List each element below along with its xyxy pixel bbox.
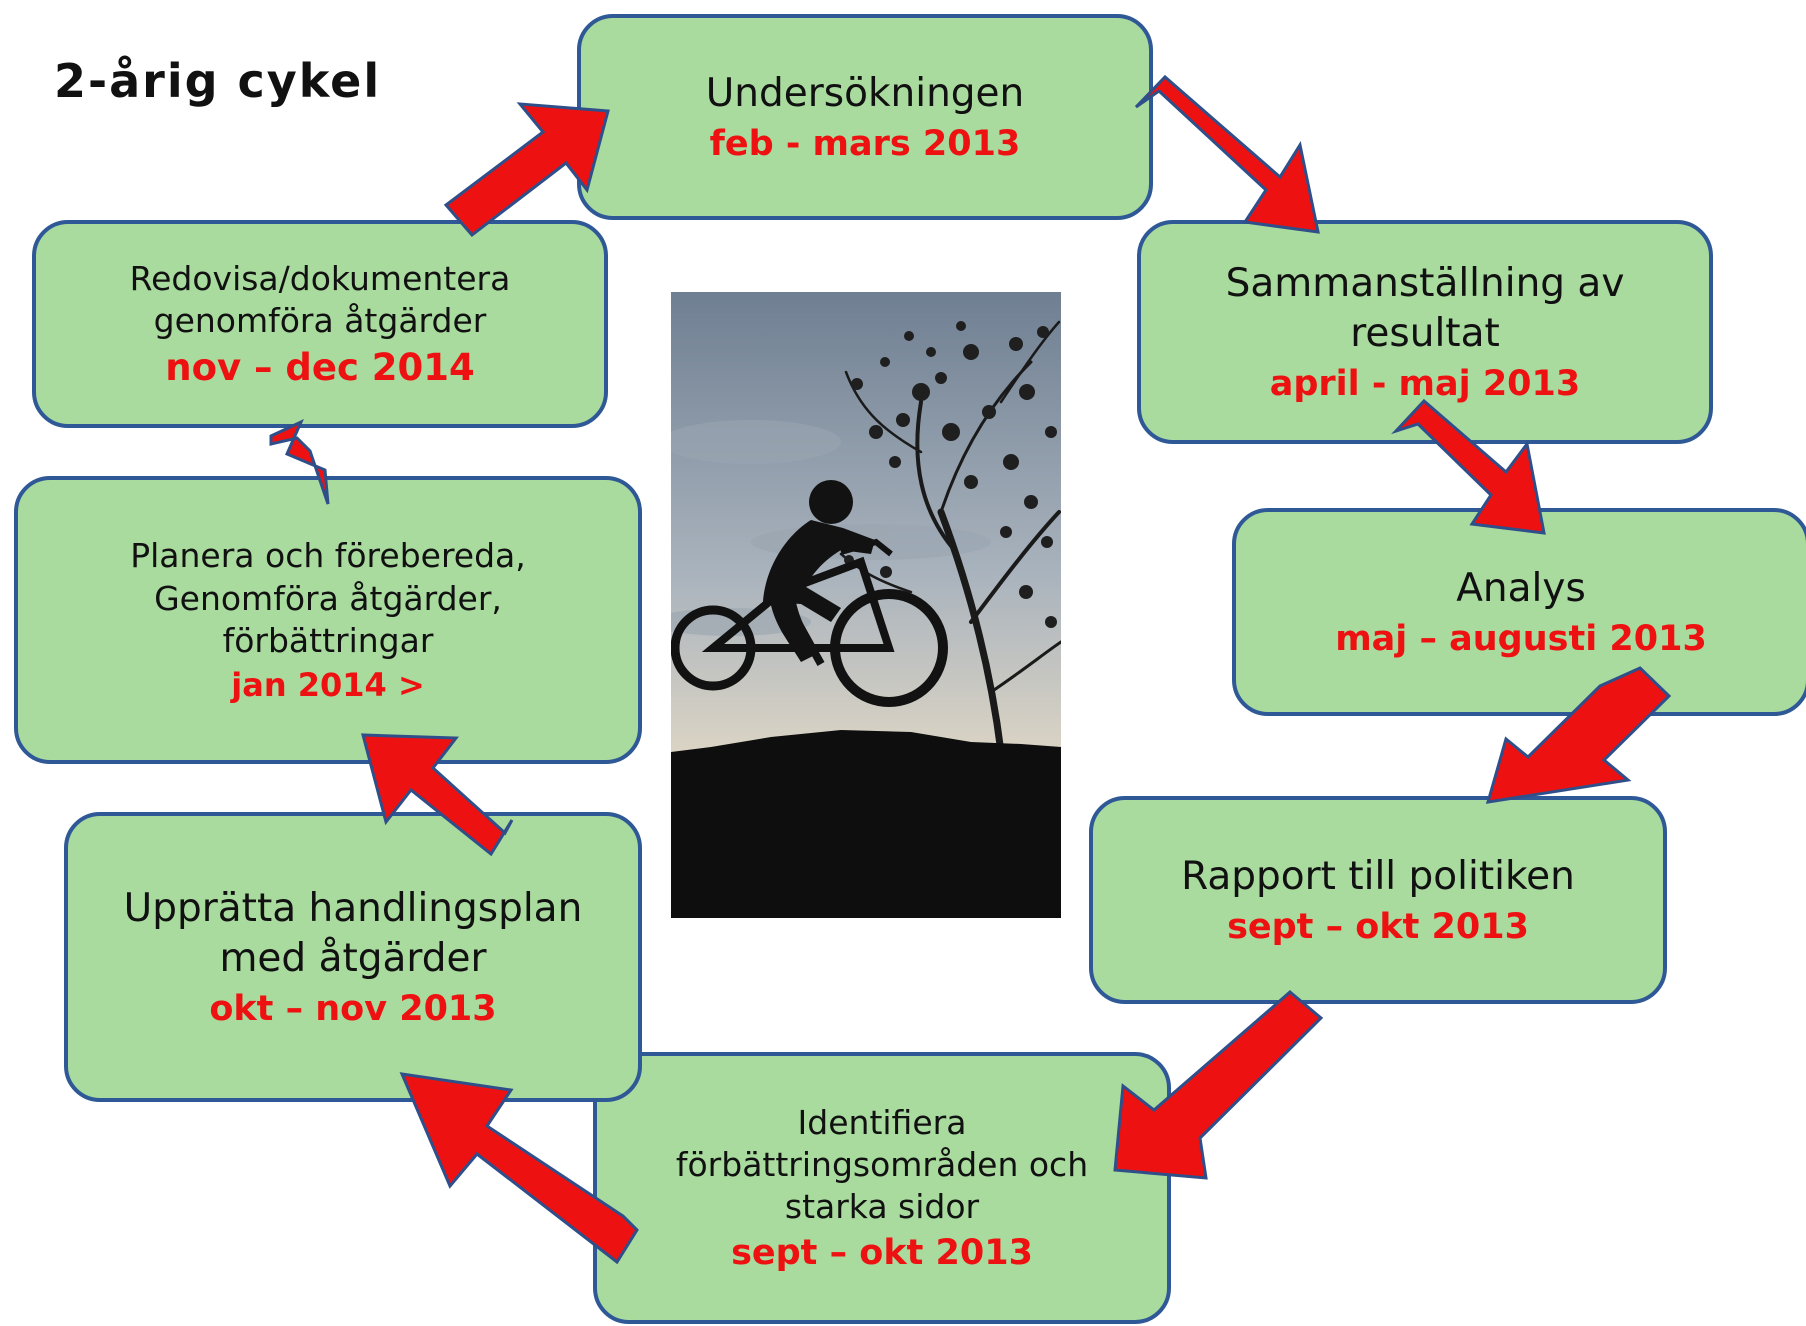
step-date: sept – okt 2013 [1227, 906, 1529, 947]
step-redovisa: Redovisa/dokumentera genomföra åtgärder … [32, 220, 608, 428]
step-planera: Planera och förebereda, Genomföra åtgärd… [14, 476, 642, 764]
step-sammanstallning: Sammanställning av resultat april - maj … [1137, 220, 1713, 444]
step-label: Upprätta handlingsplan med åtgärder [123, 886, 583, 981]
step-label: Identifiera förbättringsområden och star… [675, 1102, 1089, 1227]
step-identifiera: Identifiera förbättringsområden och star… [593, 1052, 1171, 1324]
step-analys: Analys maj – augusti 2013 [1232, 508, 1806, 716]
step-date: feb - mars 2013 [709, 123, 1021, 164]
step-date: okt – nov 2013 [209, 988, 497, 1029]
step-undersokningen: Undersökningen feb - mars 2013 [577, 14, 1153, 220]
step-upprätta: Upprätta handlingsplan med åtgärder okt … [64, 812, 642, 1102]
cyclist-photo [671, 292, 1061, 918]
step-date: april - maj 2013 [1269, 363, 1581, 404]
step-label: Planera och förebereda, Genomföra åtgärd… [130, 536, 526, 660]
diagram-title: 2-årig cykel [54, 54, 382, 108]
step-rapport: Rapport till politiken sept – okt 2013 [1089, 796, 1667, 1004]
arrow-1-to-2 [1134, 74, 1320, 234]
cyclist-silhouette-image [671, 292, 1061, 918]
step-label: Undersökningen [705, 71, 1025, 117]
step-label: Rapport till politiken [1181, 854, 1575, 900]
step-label: Analys [1456, 566, 1586, 612]
step-date: maj – augusti 2013 [1335, 618, 1707, 659]
step-date: jan 2014 > [231, 666, 425, 705]
step-date: sept – okt 2013 [731, 1233, 1033, 1274]
step-label: Redovisa/dokumentera genomföra åtgärder [129, 258, 511, 340]
step-label: Sammanställning av resultat [1225, 261, 1625, 356]
step-date: nov – dec 2014 [165, 346, 475, 390]
